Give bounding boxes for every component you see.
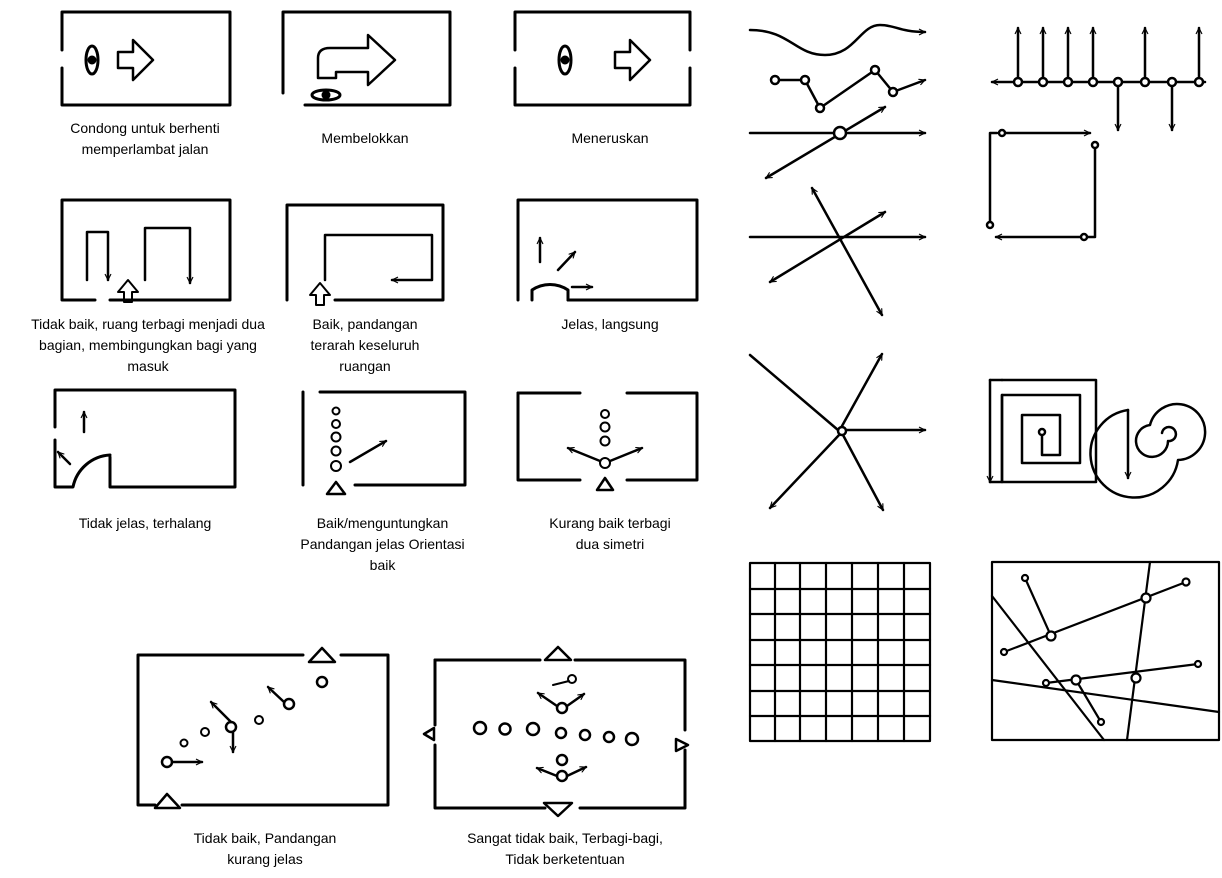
room-unclear (136, 646, 390, 810)
pattern-crossing (748, 186, 927, 317)
room-directed (285, 203, 445, 306)
entry-triangle-icon (153, 792, 182, 810)
hollow-arrow-icon (116, 38, 155, 82)
eye-icon (310, 88, 342, 102)
pattern-network (990, 560, 1221, 742)
pattern-comb (990, 26, 1207, 132)
eye-icon (84, 44, 100, 76)
entry-arrow-icon (309, 282, 331, 306)
caption-good-orientation: Baik/menguntungkan Pandangan jelas Orien… (300, 515, 465, 573)
entry-triangle-icon (325, 480, 347, 496)
pattern-spiral-round (1089, 402, 1207, 499)
entry-triangle-icon (307, 646, 337, 664)
caption-turn: Membelokkan (321, 130, 409, 146)
caption-clear: Jelas, langsung (561, 316, 659, 332)
room-clear (516, 198, 699, 302)
hollow-arrow-icon (613, 38, 652, 82)
pattern-grid (748, 561, 932, 743)
caption-symmetric: Kurang baik terbagi dua simetri (549, 515, 671, 552)
eye-icon (557, 44, 573, 76)
room-turn (281, 10, 452, 107)
room-split (60, 198, 232, 303)
entry-triangle-icon (542, 801, 574, 818)
entry-triangle-icon (595, 476, 615, 492)
caption-directed: Baik, pandangan terarah keseluruh ruanga… (310, 316, 420, 374)
caption-continue: Meneruskan (571, 130, 649, 146)
room-continue (513, 10, 692, 107)
caption-pause: Condong untuk berhenti memperlambat jala… (70, 120, 220, 157)
caption-split: Tidak baik, ruang terbagi menjadi dua ba… (31, 316, 265, 374)
entry-triangle-icon (674, 737, 690, 753)
room-good-orientation (301, 390, 467, 496)
room-symmetric (516, 391, 699, 492)
room-pause (60, 10, 232, 107)
caption-very-bad: Sangat tidak baik, Terbagi-bagi, Tidak b… (467, 830, 663, 867)
pattern-spiral-square (986, 378, 1098, 484)
caption-obstructed: Tidak jelas, terhalang (78, 515, 212, 531)
pattern-linear (748, 23, 927, 180)
entry-arrow-icon (117, 279, 139, 303)
pattern-radial (748, 352, 927, 512)
room-very-bad (422, 645, 690, 818)
caption-unclear: Tidak baik, Pandangan kurang jelas (193, 830, 337, 867)
entry-triangle-icon (422, 726, 436, 742)
pattern-loop (985, 128, 1100, 242)
bent-arrow-icon (316, 33, 397, 87)
room-obstructed (53, 388, 237, 489)
entry-triangle-icon (543, 645, 573, 662)
